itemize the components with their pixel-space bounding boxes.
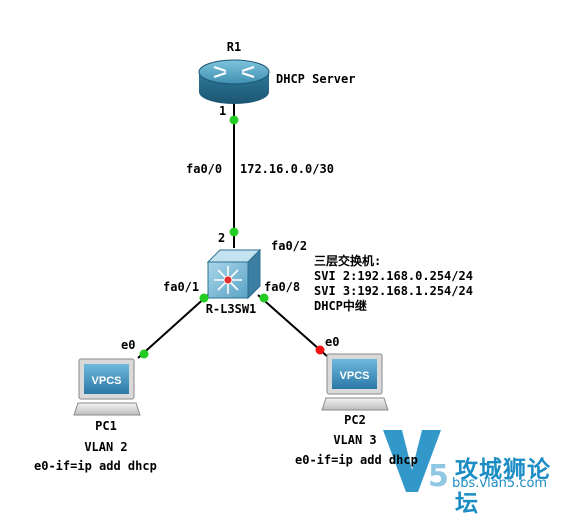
switch-note-line-1: 三层交换机: bbox=[314, 254, 382, 268]
port-status-pc1 bbox=[139, 349, 149, 359]
watermark-logo-icon: 5 bbox=[383, 430, 449, 494]
pc2-vlan: VLAN 3 bbox=[333, 433, 377, 447]
port-status-router bbox=[229, 115, 239, 125]
link-switch-pc1[interactable] bbox=[137, 294, 209, 359]
switch-name: R-L3SW1 bbox=[205, 302, 257, 316]
router-name: R1 bbox=[226, 40, 242, 54]
l3-switch-icon[interactable] bbox=[206, 248, 262, 300]
link-interface-label: fa0/0 bbox=[186, 162, 223, 176]
switch-port-top-label: 2 bbox=[218, 231, 226, 245]
svg-text:5: 5 bbox=[428, 459, 449, 494]
switch-port-fa08-label: fa0/8 bbox=[264, 280, 301, 294]
port-status-pc2 bbox=[315, 345, 325, 355]
switch-port-fa01-label: fa0/1 bbox=[163, 280, 200, 294]
pc2-icon[interactable]: VPCS bbox=[321, 353, 389, 411]
port-status-switch-left bbox=[199, 293, 209, 303]
link-subnet-label: 172.16.0.0/30 bbox=[240, 162, 334, 176]
pc2-command: e0-if=ip add dhcp bbox=[295, 453, 418, 467]
switch-note-line-2: SVI 2:192.168.0.254/24 bbox=[314, 269, 473, 283]
pc1-port-label: e0 bbox=[121, 338, 136, 352]
port-status-switch-top bbox=[229, 227, 239, 237]
topology-canvas: VPCS VPCS 5 bbox=[73, 59, 449, 494]
router-icon[interactable] bbox=[198, 59, 270, 104]
pc1-command: e0-if=ip add dhcp bbox=[34, 459, 157, 473]
pc1-icon-text: VPCS bbox=[92, 375, 122, 387]
pc1-vlan: VLAN 2 bbox=[84, 440, 128, 454]
switch-note-line-4: DHCP中继 bbox=[314, 299, 367, 313]
link-switch-pc2[interactable] bbox=[257, 294, 329, 358]
pc1-name: PC1 bbox=[95, 419, 117, 433]
switch-note-line-3: SVI 3:192.168.1.254/24 bbox=[314, 284, 473, 298]
port-status-switch-right bbox=[259, 293, 269, 303]
router-port-label: 1 bbox=[219, 104, 227, 118]
pc1-icon[interactable]: VPCS bbox=[73, 358, 141, 416]
watermark-url: bbs.vlan5.com bbox=[452, 476, 548, 491]
pc2-port-label: e0 bbox=[325, 335, 340, 349]
pc2-name: PC2 bbox=[344, 413, 366, 427]
pc2-icon-text: VPCS bbox=[340, 370, 370, 382]
switch-port-fa02-label: fa0/2 bbox=[271, 239, 308, 253]
router-role: DHCP Server bbox=[276, 72, 356, 86]
